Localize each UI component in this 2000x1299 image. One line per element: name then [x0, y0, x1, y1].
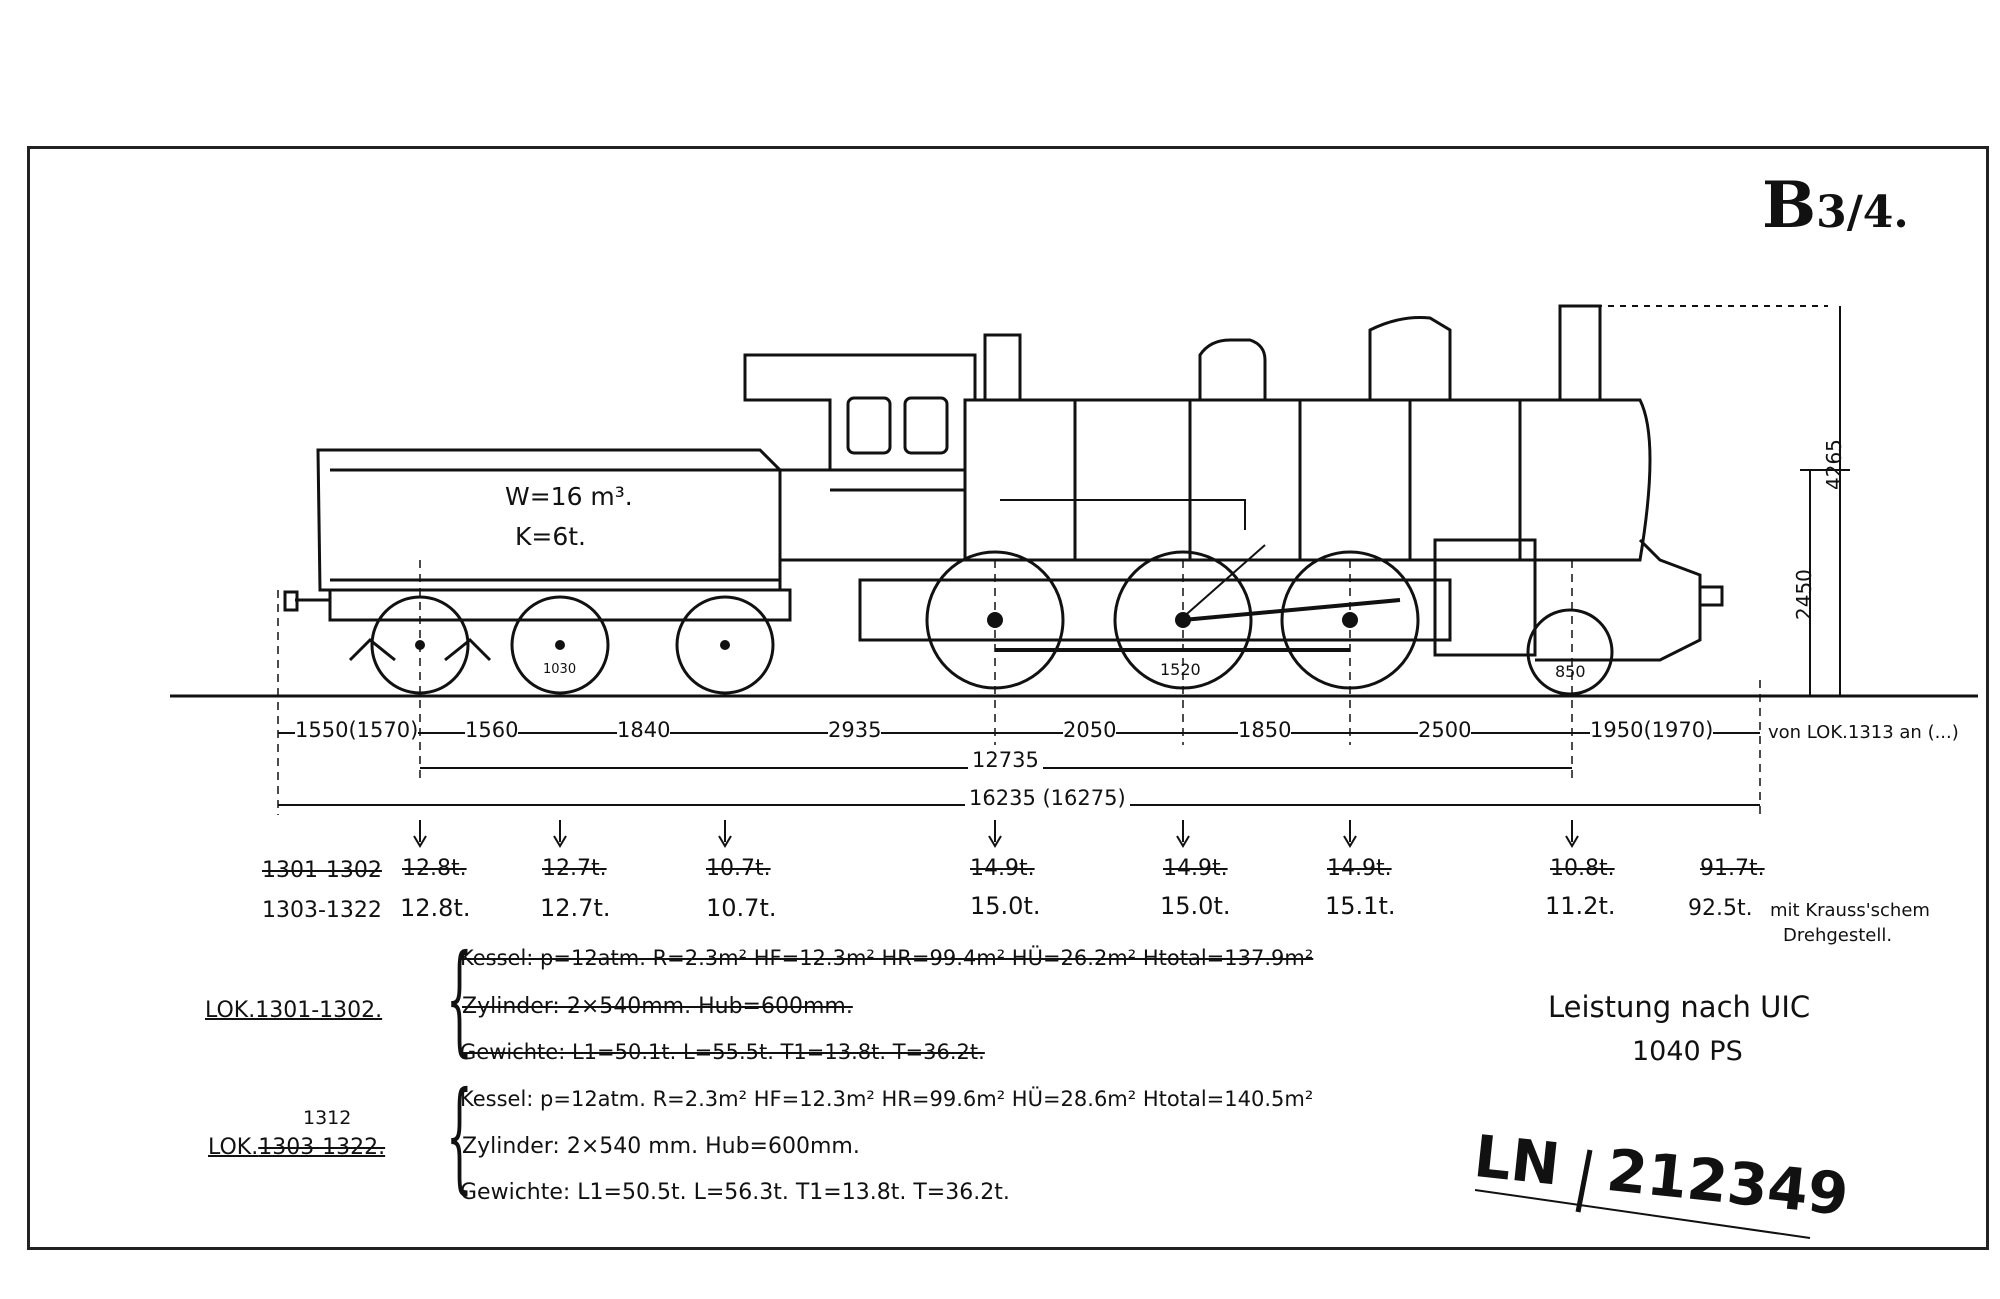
- tender-frame: [328, 588, 792, 622]
- new-loco-label-prefix: LOK.: [208, 1135, 259, 1160]
- old-loco-zylinder: Zylinder: 2×540mm. Hub=600mm.: [462, 994, 853, 1019]
- wheelbase-label: 12735: [968, 748, 1043, 772]
- class-mark-letter: B: [1762, 168, 1817, 243]
- weights-new-7: 11.2t.: [1545, 892, 1616, 920]
- power-line2: 1040 PS: [1632, 1036, 1743, 1067]
- weights-old-7: 10.8t.: [1550, 856, 1615, 881]
- class-mark: B3/4.: [1762, 168, 1909, 243]
- spacing-8: 1950(1970): [1590, 718, 1714, 742]
- spacing-7: 2500: [1418, 718, 1472, 742]
- power-line1: Leistung nach UIC: [1548, 990, 1811, 1024]
- weights-old-5: 14.9t.: [1163, 856, 1228, 881]
- total-height-label: 4265: [1822, 439, 1846, 490]
- weights-new-3: 10.7t.: [706, 894, 777, 922]
- tender-wheel-2: [510, 595, 610, 695]
- loco-frame: [858, 578, 1452, 642]
- weights-old-1: 12.8t.: [402, 856, 467, 881]
- weights-note-line1: mit Krauss'schem: [1770, 900, 1930, 921]
- new-loco-note: 1312: [303, 1107, 352, 1129]
- cylinder: [1433, 538, 1537, 657]
- spacing-note: von LOK.1313 an (...): [1768, 722, 1959, 743]
- leading-wheel: [1526, 608, 1614, 696]
- spacing-4: 2935: [828, 718, 882, 742]
- old-loco-label: LOK.1301-1302.: [205, 998, 383, 1023]
- spacing-5: 2050: [1063, 718, 1117, 742]
- steam-dome: [1368, 316, 1452, 400]
- tender-wheel-3: [675, 595, 775, 695]
- old-loco-gewichte: Gewichte: L1=50.1t. L=55.5t. T1=13.8t. T…: [460, 1040, 985, 1064]
- sand-dome: [1198, 338, 1267, 400]
- spacing-1: 1550(1570): [295, 718, 419, 742]
- weights-old-6: 14.9t.: [1327, 856, 1392, 881]
- chimney: [1558, 304, 1602, 400]
- cab: [743, 353, 977, 562]
- weights-old-3: 10.7t.: [706, 856, 771, 881]
- new-loco-gewichte: Gewichte: L1=50.5t. L=56.3t. T1=13.8t. T…: [460, 1180, 1010, 1205]
- new-loco-label: LOK.1303-1322.: [208, 1135, 385, 1160]
- new-loco-label-range: 1303-1322.: [258, 1135, 386, 1160]
- old-loco-brace: {: [446, 930, 473, 1069]
- old-loco-kessel: Kessel: p=12atm. R=2.3m² HF=12.3m² HR=99…: [460, 946, 1314, 970]
- boiler: [965, 398, 1652, 562]
- spacing-3: 1840: [617, 718, 671, 742]
- new-loco-brace: {: [446, 1067, 473, 1206]
- weights-note-line2: Drehgestell.: [1783, 925, 1893, 946]
- new-loco-kessel: Kessel: p=12atm. R=2.3m² HF=12.3m² HR=99…: [460, 1087, 1314, 1111]
- spacing-2: 1560: [465, 718, 519, 742]
- class-mark-fraction: 3/4.: [1816, 187, 1909, 238]
- weights-old-total: 91.7t.: [1700, 856, 1765, 881]
- boiler-height-label: 2450: [1792, 569, 1816, 620]
- tender-body: [316, 448, 782, 592]
- drawing-frame: [27, 146, 1989, 1250]
- trailing-wheel-diameter: 850: [1555, 662, 1586, 681]
- tender-coal: K=6t.: [515, 522, 586, 551]
- driving-wheel-diameter: 1520: [1160, 660, 1201, 679]
- weights-new-label: 1303-1322: [262, 898, 382, 923]
- new-loco-zylinder: Zylinder: 2×540 mm. Hub=600mm.: [462, 1134, 860, 1159]
- overall-length-label: 16235 (16275): [965, 786, 1130, 810]
- weights-new-1: 12.8t.: [400, 894, 471, 922]
- weights-new-4: 15.0t.: [970, 892, 1041, 920]
- weights-old-4: 14.9t.: [970, 856, 1035, 881]
- spacing-6: 1850: [1238, 718, 1292, 742]
- weights-new-6: 15.1t.: [1325, 892, 1396, 920]
- weights-old-label: 1301-1302: [262, 858, 382, 883]
- weights-new-5: 15.0t.: [1160, 892, 1231, 920]
- stamp-prefix: LN: [1470, 1122, 1564, 1199]
- weights-old-2: 12.7t.: [542, 856, 607, 881]
- tender-wheel-diameter: 1030: [543, 662, 577, 677]
- tender-water: W=16 m³.: [505, 482, 633, 511]
- weights-new-total: 92.5t.: [1688, 896, 1753, 921]
- weights-new-2: 12.7t.: [540, 894, 611, 922]
